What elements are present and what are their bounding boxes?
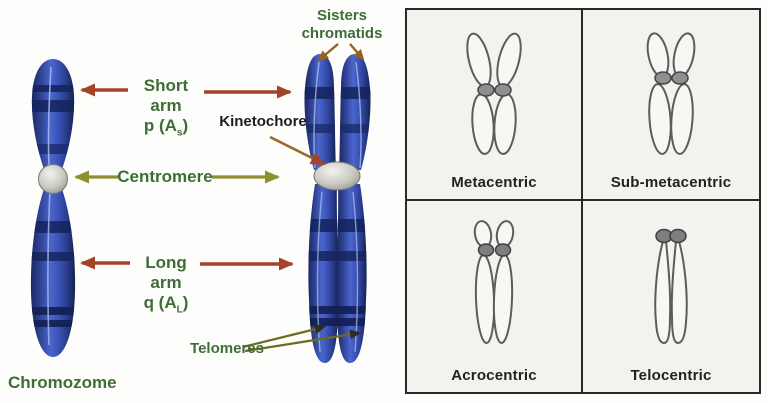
telocentric-label: Telocentric	[630, 367, 712, 384]
telomere-arrow-2	[244, 329, 361, 353]
cell-sub-metacentric: Sub-metacentric	[583, 10, 759, 201]
kinetochore-arrow	[269, 135, 326, 166]
long-arm-symbol: q (AL)	[143, 293, 189, 316]
classification-panel: Metacentric Sub-metacentric	[405, 8, 761, 394]
duplicated-chromosome	[304, 54, 371, 363]
centromere-dot	[477, 83, 495, 97]
centromere-dot	[477, 243, 495, 257]
metacentric-label: Metacentric	[451, 174, 537, 191]
long-arm-label: Long arm q (AL)	[116, 253, 216, 316]
telocentric-chromosome	[654, 228, 688, 345]
long-arm-line1: Long	[145, 253, 187, 272]
centromere-dot	[654, 71, 672, 85]
centromere-ellipse	[313, 161, 361, 191]
sisters-line1: Sisters	[316, 7, 368, 24]
long-arm-line2: arm	[150, 273, 182, 293]
centromere-label: Centromere	[117, 167, 213, 186]
short-arm-line2: arm	[150, 96, 182, 116]
sub-metacentric-label: Sub-metacentric	[610, 174, 732, 191]
cell-telocentric: Telocentric	[583, 201, 759, 392]
centromere-dot	[669, 228, 687, 244]
acrocentric-label: Acrocentric	[451, 367, 537, 384]
short-arm-label: Short arm p (As)	[116, 76, 216, 139]
short-arm-line1: Short	[143, 76, 189, 95]
chromosome-bands	[30, 85, 76, 327]
sister-chromatid-right-arrow	[349, 43, 365, 61]
kinetochore-label: Kinetochore	[219, 113, 307, 130]
centromere-dot	[671, 71, 689, 85]
sub-metacentric-chromosome	[646, 32, 696, 155]
short-arm-symbol: p (As)	[143, 116, 189, 139]
sister-chromatid-left-arrow	[317, 43, 339, 62]
centromere-sphere	[38, 164, 68, 194]
centromere-dot	[494, 83, 512, 97]
acrocentric-chromosome	[473, 220, 515, 344]
telomeres-label: Telomeres	[190, 340, 264, 357]
chromosome-caption: Chromozome	[8, 373, 117, 392]
left-diagram-art	[30, 43, 371, 363]
sisters-line2: chromatids	[301, 24, 383, 42]
metacentric-chromosome	[466, 32, 522, 155]
cell-metacentric: Metacentric	[407, 10, 583, 201]
single-chromosome	[30, 59, 76, 357]
annotation-arrows	[74, 43, 365, 353]
sisters-chromatids-label: Sisters chromatids	[292, 7, 392, 42]
centromere-dot	[494, 243, 512, 257]
telomere-arrow-1	[242, 324, 326, 349]
cell-acrocentric: Acrocentric	[407, 201, 583, 392]
